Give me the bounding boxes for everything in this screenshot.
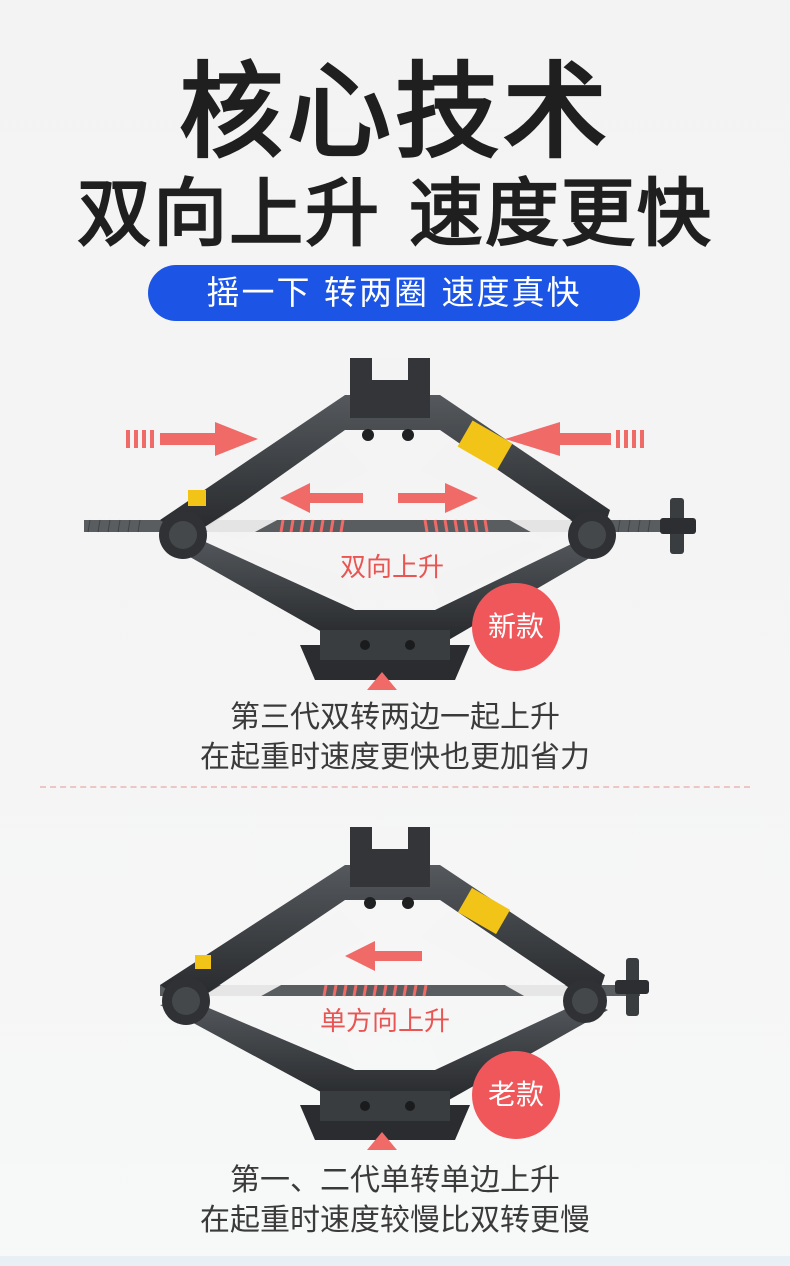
slogan-pill: 摇一下 转两圈 速度真快 xyxy=(148,265,640,321)
old-model-badge: 老款 xyxy=(472,1051,560,1139)
new-jack-illustration xyxy=(0,340,790,700)
up-triangle xyxy=(367,1132,397,1150)
new-caption-line1: 第三代双转两边一起上升 xyxy=(230,700,560,735)
warning-label xyxy=(457,887,511,935)
top-saddle xyxy=(350,827,430,909)
old-jack-illustration xyxy=(0,815,790,1155)
old-caption-line2: 在起重时速度较慢比双转更慢 xyxy=(200,1203,590,1238)
thread-highlight xyxy=(279,519,489,533)
leftward-arrow xyxy=(345,941,422,971)
old-caption-line1: 第一、二代单转单边上升 xyxy=(230,1163,560,1198)
crank-knob xyxy=(615,958,649,1016)
new-caption-line2: 在起重时速度更快也更加省力 xyxy=(200,740,590,775)
new-model-caption: 第三代双转两边一起上升 在起重时速度更快也更加省力 xyxy=(0,698,790,778)
new-mechanism-label: 双向上升 xyxy=(339,553,444,583)
inward-arrows xyxy=(126,422,644,456)
outward-arrows xyxy=(280,483,478,513)
headline-title: 核心技术 xyxy=(178,51,611,173)
screw-rod xyxy=(160,985,640,996)
crank-knob xyxy=(660,498,696,554)
thread-highlight xyxy=(322,984,428,997)
top-saddle xyxy=(350,358,430,441)
base-plate xyxy=(300,1091,470,1140)
old-mechanism-label: 单方向上升 xyxy=(319,1007,450,1037)
headline-subtitle: 双向上升 速度更快 xyxy=(77,171,713,257)
up-triangle xyxy=(367,672,397,690)
section-divider xyxy=(40,786,750,788)
bottom-strip xyxy=(0,1256,790,1266)
old-model-caption: 第一、二代单转单边上升 在起重时速度较慢比双转更慢 xyxy=(0,1161,790,1241)
new-model-badge: 新款 xyxy=(472,583,560,671)
base-plate xyxy=(300,630,470,680)
warning-label xyxy=(457,420,513,470)
